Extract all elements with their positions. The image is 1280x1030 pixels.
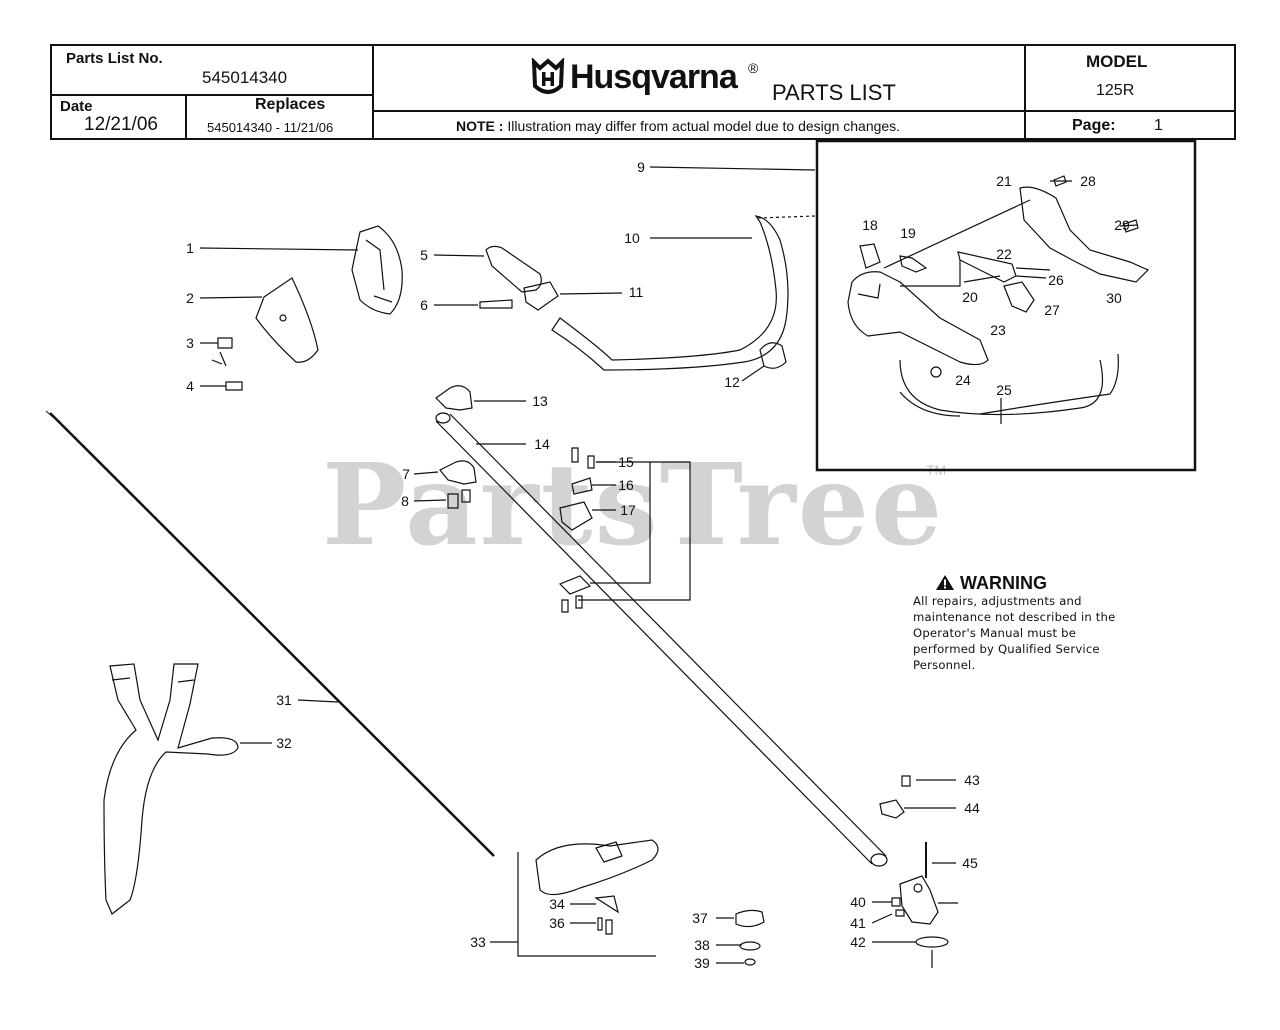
model-value: 125R <box>1096 82 1135 99</box>
header-table: Parts List No. 545014340 Date 12/21/06 R… <box>50 44 1236 140</box>
warning-title: WARNING <box>960 573 1048 593</box>
callout-33: 33 <box>470 934 486 950</box>
callout-3: 3 <box>186 335 194 351</box>
callout-37: 37 <box>692 910 708 926</box>
note-body: Illustration may differ from actual mode… <box>507 118 901 134</box>
callout-1: 1 <box>186 240 194 256</box>
callout-4: 4 <box>186 378 194 394</box>
page-value: 1 <box>1154 117 1163 134</box>
callout-42: 42 <box>850 934 866 950</box>
callout-15: 15 <box>618 454 634 470</box>
callout-23: 23 <box>990 322 1006 338</box>
callout-18: 18 <box>862 217 878 233</box>
callout-39: 39 <box>694 955 710 971</box>
callout-6: 6 <box>420 297 428 313</box>
note-cell: NOTE : Illustration may differ from actu… <box>374 112 1026 140</box>
callout-27: 27 <box>1044 302 1060 318</box>
brand-name: Husqvarna <box>570 58 738 96</box>
callout-34: 34 <box>549 896 565 912</box>
callout-14: 14 <box>534 436 550 452</box>
callout-8: 8 <box>401 493 409 509</box>
callout-22: 22 <box>996 246 1012 262</box>
parts-list-no-cell: Parts List No. 545014340 <box>52 46 374 96</box>
model-label: MODEL <box>1086 52 1148 71</box>
replaces-value: 545014340 - 11/21/06 <box>207 120 334 135</box>
warning-triangle-icon <box>936 575 954 590</box>
note-text: NOTE : Illustration may differ from actu… <box>456 118 900 134</box>
warning-title-row: WARNING <box>913 573 1143 593</box>
note-label: NOTE : <box>456 118 504 134</box>
callout-26: 26 <box>1048 272 1064 288</box>
callout-41: 41 <box>850 915 866 931</box>
callout-36: 36 <box>549 915 565 931</box>
page-cell: Page: 1 <box>1026 112 1234 140</box>
callout-19: 19 <box>900 225 916 241</box>
husqvarna-crown-logo-icon <box>531 58 565 94</box>
callout-32: 32 <box>276 735 292 751</box>
callout-16: 16 <box>618 477 634 493</box>
date-value: 12/21/06 <box>84 114 158 135</box>
callout-38: 38 <box>694 937 710 953</box>
callout-12: 12 <box>724 374 740 390</box>
brand-cell: Husqvarna ® PARTS LIST <box>374 46 1026 112</box>
model-cell: MODEL 125R <box>1026 46 1234 112</box>
callout-30: 30 <box>1106 290 1122 306</box>
callout-11: 11 <box>629 284 644 300</box>
warning-box: WARNING All repairs, adjustments and mai… <box>913 573 1143 673</box>
callout-9: 9 <box>637 159 645 175</box>
callout-20: 20 <box>962 289 978 305</box>
replaces-label: Replaces <box>255 96 326 113</box>
callout-21: 21 <box>996 173 1012 189</box>
callout-40: 40 <box>850 894 866 910</box>
page-label: Page: <box>1072 117 1116 134</box>
callout-29: 29 <box>1114 217 1130 233</box>
parts-list-no: 545014340 <box>202 68 288 87</box>
callout-45: 45 <box>962 855 978 871</box>
parts-list-title: PARTS LIST <box>772 80 896 105</box>
date-cell: Date 12/21/06 <box>52 96 187 140</box>
callout-13: 13 <box>532 393 548 409</box>
callout-31: 31 <box>276 692 292 708</box>
callout-2: 2 <box>186 290 194 306</box>
registered-mark: ® <box>748 60 759 76</box>
date-label: Date <box>60 98 93 115</box>
callout-10: 10 <box>624 230 640 246</box>
callout-44: 44 <box>964 800 980 816</box>
warning-body: All repairs, adjustments and maintenance… <box>913 594 1116 672</box>
callout-25: 25 <box>996 382 1012 398</box>
callout-28: 28 <box>1080 173 1096 189</box>
callout-43: 43 <box>964 772 980 788</box>
replaces-cell: Replaces 545014340 - 11/21/06 <box>187 96 374 140</box>
callout-5: 5 <box>420 247 428 263</box>
parts-list-no-label: Parts List No. <box>66 50 163 67</box>
callout-24: 24 <box>955 372 971 388</box>
callout-7: 7 <box>402 466 410 482</box>
callout-17: 17 <box>620 502 636 518</box>
handle-inset-box <box>815 139 1197 472</box>
